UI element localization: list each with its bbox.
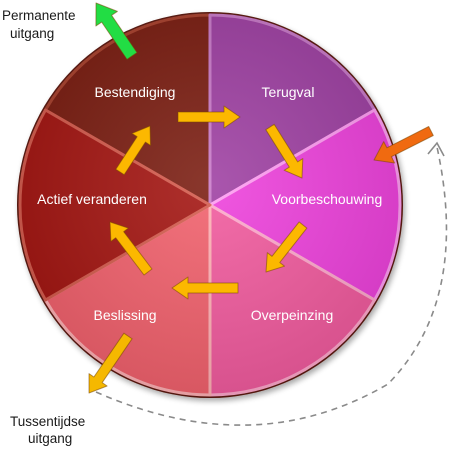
- interim-exit-arrow: [88, 332, 133, 394]
- cycle-arrow-terugval-to-voorbeschouwing: [265, 123, 304, 179]
- interim-exit-label-line2: uitgang: [28, 431, 72, 446]
- cycle-arrow-overpeinzing-to-beslissing: [171, 276, 239, 300]
- segment-label-voorbeschouwing: Voorbeschouwing: [272, 191, 383, 207]
- segment-label-terugval: Terugval: [262, 84, 315, 100]
- permanent-exit-label-line2: uitgang: [10, 26, 54, 41]
- cycle-arrows: [88, 2, 434, 394]
- segment-label-bestendiging: Bestendiging: [95, 84, 176, 100]
- cycle-arrow-voorbeschouwing-to-overpeinzing: [265, 221, 308, 273]
- return-path-dashed: [95, 146, 448, 426]
- permanent-exit-label-line1: Permanente: [2, 8, 76, 23]
- segment-label-beslissing: Beslissing: [93, 307, 156, 323]
- segment-label-overpeinzing: Overpeinzing: [251, 307, 334, 323]
- entry-arrow: [373, 126, 434, 164]
- cycle-arrow-bestendiging-to-terugval: [177, 105, 241, 129]
- cycle-arrow-actief-veranderen-to-bestendiging: [115, 125, 151, 176]
- interim-exit-label-line1: Tussentijdse: [10, 414, 85, 429]
- segment-label-actief-veranderen: Actief veranderen: [37, 191, 147, 207]
- cycle-arrow-beslissing-to-actief-veranderen: [109, 221, 153, 276]
- permanent-exit-arrow: [95, 2, 138, 60]
- return-path-arrowhead: [427, 141, 445, 157]
